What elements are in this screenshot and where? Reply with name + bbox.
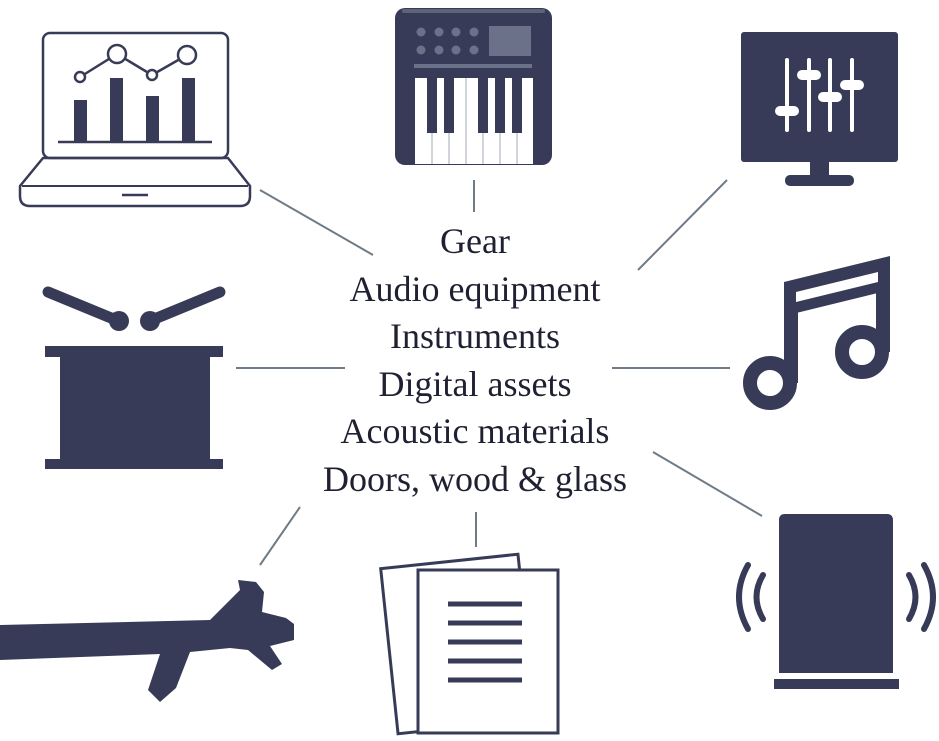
branch-icon: [0, 580, 294, 702]
center-item-gear: Gear: [440, 221, 510, 261]
center-item-audio-equipment: Audio equipment: [349, 268, 601, 309]
monitor-mixer-icon: [741, 32, 898, 186]
connector-speaker: [652, 451, 763, 517]
connector-lines: [236, 179, 763, 566]
drum-icon: [42, 286, 226, 469]
center-item-doors-wood-glass: Doors, wood & glass: [323, 458, 627, 499]
center-item-instruments: Instruments: [390, 316, 560, 356]
music-note-icon: [743, 256, 890, 410]
connector-branch: [259, 506, 301, 566]
speaker-icon: [736, 514, 936, 689]
laptop-chart-icon: [18, 31, 252, 208]
center-item-digital-assets: Digital assets: [378, 363, 572, 404]
documents-icon: [379, 552, 560, 736]
connector-monitor: [637, 179, 728, 271]
center-item-acoustic-materials: Acoustic materials: [340, 411, 610, 451]
keyboard-synth-icon: [395, 8, 552, 165]
center-list: Gear Audio equipment Instruments Digital…: [270, 218, 680, 503]
connector-laptop: [259, 189, 374, 256]
